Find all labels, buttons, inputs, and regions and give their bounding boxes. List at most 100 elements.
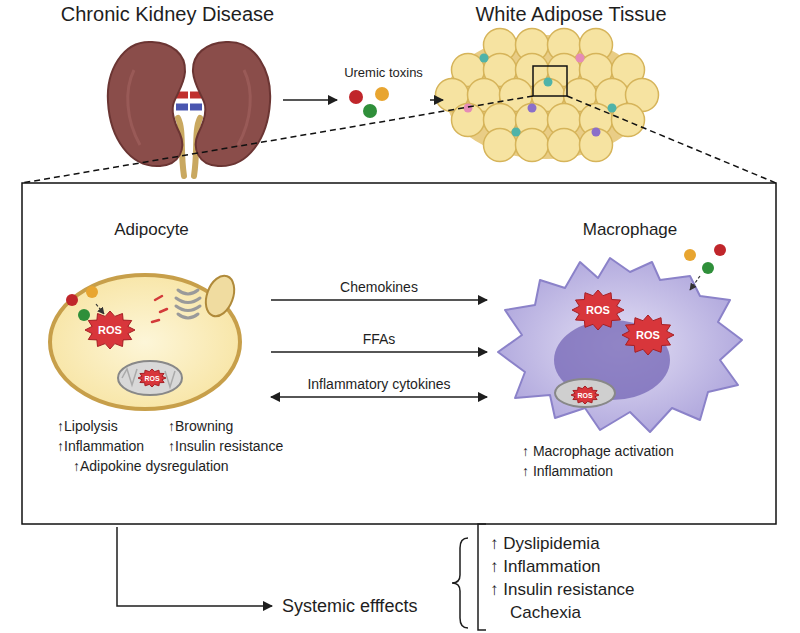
toxin-dots [375, 87, 389, 101]
ros-burst: ROS [572, 290, 624, 330]
ros-burst-shape [138, 369, 166, 387]
effect-label-slot: ↑ Macrophage activation [522, 442, 674, 460]
effect-label-slot: ↑Adipokine dysregulation [73, 457, 229, 475]
zoom-lines [567, 96, 776, 183]
edge-label-slot: FFAs [363, 330, 396, 348]
toxin-dots [349, 87, 389, 118]
effect-label-slot: ↑Insulin resistance [168, 437, 283, 455]
kidney-right [190, 104, 202, 111]
cell-node: AdipocyteROS ROS [35, 220, 268, 415]
ros-burst-shape [571, 386, 599, 404]
ros-burst-shape [572, 290, 624, 330]
zoom-panel [22, 183, 776, 524]
macrophage-cell [498, 244, 742, 432]
mitochondrion [555, 379, 615, 407]
toxin-dots [96, 304, 104, 314]
golgi [176, 298, 200, 303]
mitochondrion [165, 371, 175, 387]
immune-cells [464, 54, 617, 137]
effect-label-slot: ↑ Dyslipidemia [490, 533, 600, 554]
node-heading: Chronic Kidney Disease [61, 2, 274, 26]
immune-cells [544, 78, 553, 87]
adipose-tissue [436, 29, 659, 162]
edge-label: Chemokines [340, 278, 418, 296]
curly-brace [452, 538, 468, 628]
effect-label-slot: ↑ Inflammation [490, 556, 601, 577]
immune-cells [512, 128, 521, 137]
cell-node: MacrophageROSROSROS [490, 220, 770, 435]
ros-label: ROS [98, 325, 122, 336]
toxin-group: Uremic toxins [340, 63, 427, 118]
effect-label: Systemic efffects [282, 595, 417, 618]
node-heading: Uremic toxins [344, 65, 423, 81]
bracket [478, 524, 486, 630]
adipose-tissue [452, 104, 485, 137]
node-heading: Adipocyte [114, 220, 189, 240]
ros-label: ROS [636, 330, 660, 341]
effect-label-slot: ↑ Inflammation [522, 462, 613, 480]
toxin-dots [78, 309, 90, 321]
arrow-connector [271, 351, 487, 353]
golgi [176, 306, 200, 311]
endoplasmic-reticulum [160, 309, 167, 312]
toxin-dots [702, 262, 714, 274]
arrow-connector [283, 99, 337, 101]
effect-label-slot: ↑Inflammation [57, 437, 144, 455]
effect-label: ↑ Inflammation [522, 462, 613, 480]
immune-cells [608, 104, 617, 113]
edge-label-slot: Inflammatory cytokines [307, 375, 450, 393]
golgi [178, 314, 198, 318]
golgi [176, 290, 200, 318]
effect-label-slot: ↑Browning [168, 417, 233, 435]
adipose-tissue [516, 129, 549, 162]
kidney-illustration [108, 42, 270, 176]
golgi [178, 290, 198, 294]
adipose-tissue [436, 29, 659, 162]
ros-burst-shape [85, 311, 135, 349]
toxin-dots [690, 276, 700, 290]
endoplasmic-reticulum [155, 296, 162, 300]
immune-cells [464, 104, 473, 113]
endoplasmic-reticulum [152, 296, 167, 322]
zoom-lines [533, 66, 567, 96]
ros-label: ROS [586, 305, 610, 316]
edge-label: FFAs [363, 330, 396, 348]
toxin-dots [714, 244, 726, 256]
effect-label: ↑Adipokine dysregulation [73, 457, 229, 475]
effect-label-slot: ↑Lipolysis [57, 417, 118, 435]
toxin-dots [363, 104, 377, 118]
node-heading: White Adipose Tissue [475, 2, 666, 26]
zoom-lines [22, 66, 776, 183]
effect-label-slot: Cachexia [510, 602, 581, 623]
immune-cells [528, 104, 537, 113]
zoom-lines [22, 96, 533, 183]
node-heading: Macrophage [583, 220, 678, 240]
adipose-tissue [580, 129, 613, 162]
toxin-dots [66, 294, 78, 306]
illustration-heading: Chronic Kidney Disease [55, 2, 280, 178]
effect-label: Cachexia [510, 602, 581, 623]
effect-label: ↑ Macrophage activation [522, 442, 674, 460]
arrow-connector [430, 99, 443, 101]
macrophage-cell [498, 258, 742, 432]
effect-label: ↑ Insulin resistance [490, 579, 635, 600]
immune-cells [592, 128, 601, 137]
immune-cells [480, 54, 489, 63]
toxin-dots [349, 90, 363, 104]
endoplasmic-reticulum [152, 320, 159, 322]
kidney-left [108, 42, 188, 176]
ros-burst: ROS [622, 315, 674, 355]
toxin-dots [684, 249, 696, 261]
effect-label-slot: ↑ Insulin resistance [490, 579, 635, 600]
kidney-left [108, 42, 185, 166]
effect-label: ↑ Dyslipidemia [490, 533, 600, 554]
arrow-connector [271, 299, 487, 301]
adipocyte-cell [50, 272, 240, 409]
effect-label: ↑ Inflammation [490, 556, 601, 577]
edge-label-slot: Chemokines [340, 278, 418, 296]
adipocyte-cell [201, 272, 240, 320]
immune-cells [576, 54, 585, 63]
toxin-dots [684, 244, 726, 290]
ros-burst: ROS [138, 369, 166, 387]
